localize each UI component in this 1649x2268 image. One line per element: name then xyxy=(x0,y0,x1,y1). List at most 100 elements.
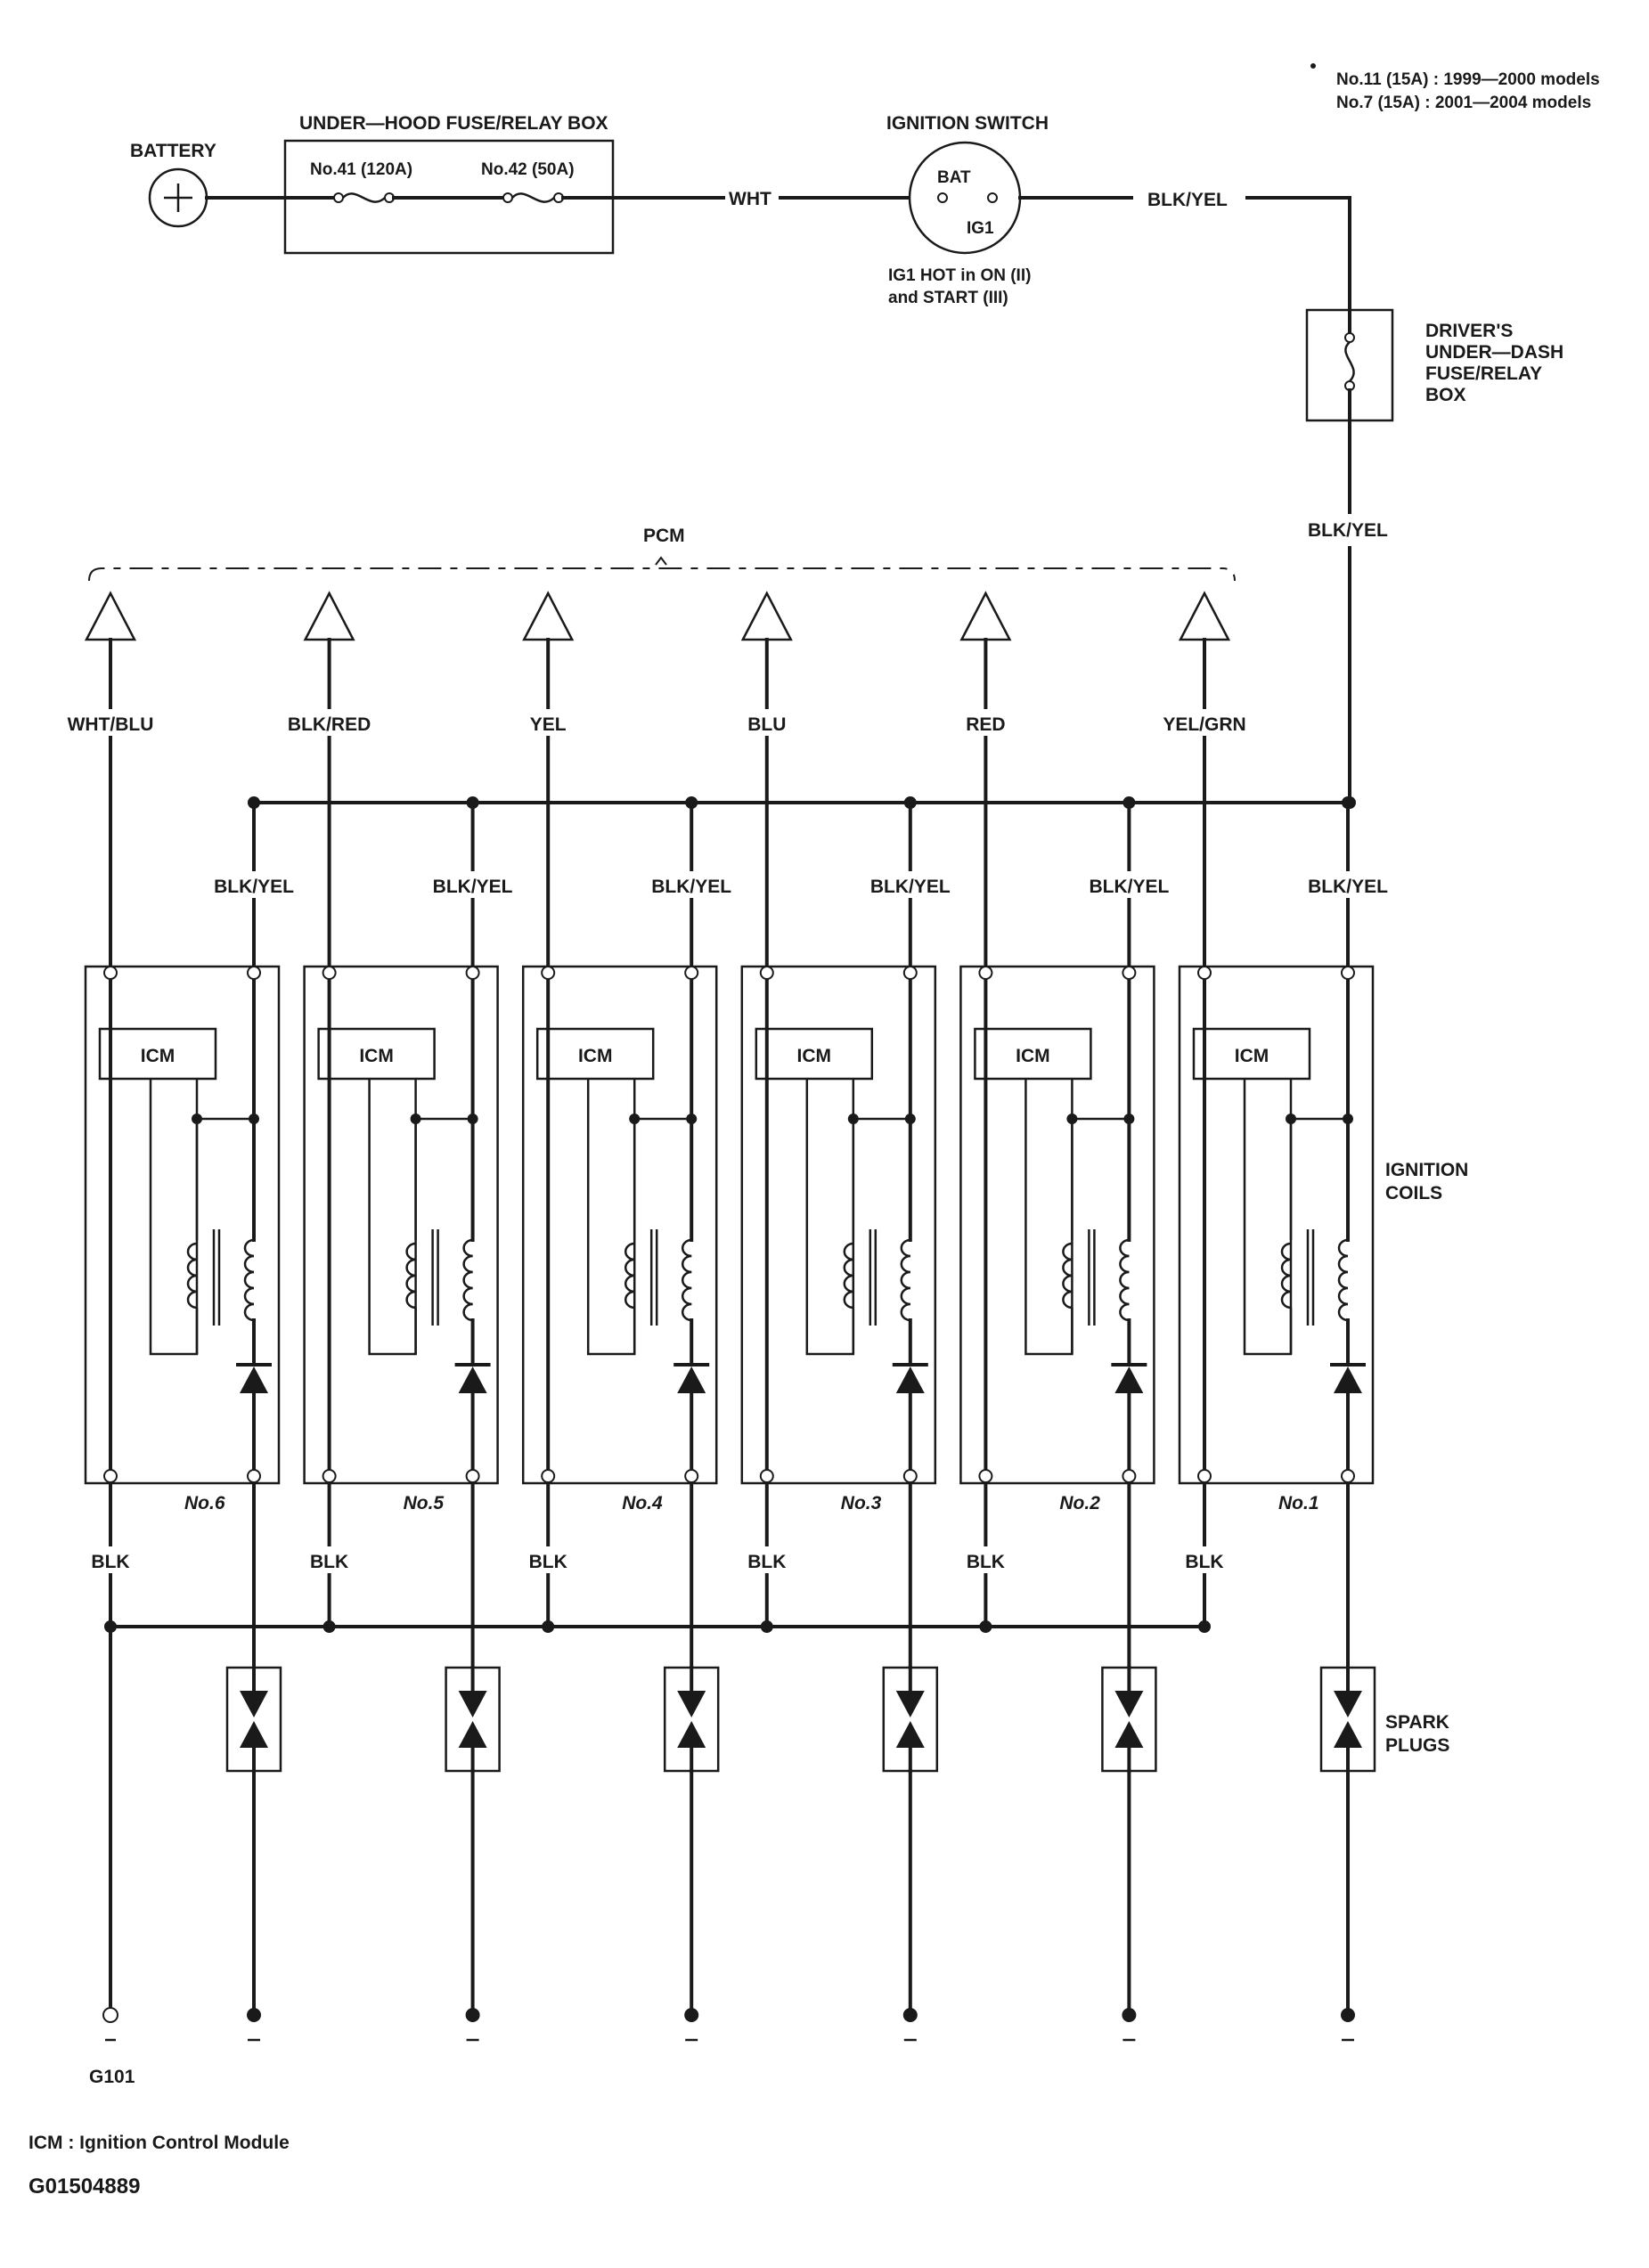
signal-wire-label: WHT/BLU xyxy=(68,714,154,735)
primary-winding-icon xyxy=(624,1119,636,1354)
ground-point-icon xyxy=(684,2008,699,2042)
g101-ground-icon xyxy=(102,2007,118,2023)
secondary-winding-icon xyxy=(1119,1238,1131,1367)
ig1-note-line-2: and START (III) xyxy=(888,289,1008,307)
spark-plug-icon xyxy=(225,1666,282,1773)
coil-number-label: No.3 xyxy=(841,1493,882,1513)
ground-wire-label: BLK xyxy=(310,1552,348,1572)
ig1-note-line-1: IG1 HOT in ON (II) xyxy=(888,266,1031,285)
pcm-terminal-arrow-icon xyxy=(1178,591,1231,641)
icm-box xyxy=(755,1027,874,1081)
note-line-1: No.11 (15A) : 1999—2000 models xyxy=(1336,70,1600,89)
ground-label: G101 xyxy=(89,2067,135,2087)
signal-wire-label: YEL xyxy=(530,714,567,735)
feed-wire-label: BLK/YEL xyxy=(651,877,731,897)
diode-icon xyxy=(673,1363,710,1669)
coil-number-label: No.1 xyxy=(1278,1493,1319,1513)
underhood-box-label: UNDER—HOOD FUSE/RELAY BOX xyxy=(299,113,608,134)
legend-text: ICM : Ignition Control Module xyxy=(29,2133,290,2153)
fuse-42-label: No.42 (50A) xyxy=(481,160,575,179)
note-line-2: No.7 (15A) : 2001—2004 models xyxy=(1336,94,1591,112)
ignition-coils-line-2: COILS xyxy=(1385,1183,1442,1203)
signal-wire-label: RED xyxy=(966,714,1005,735)
feed-wire-label: BLK/YEL xyxy=(1308,877,1388,897)
coil-housing xyxy=(84,965,281,1485)
icm-label: ICM xyxy=(1235,1046,1269,1066)
secondary-winding-icon xyxy=(900,1238,912,1367)
spark-plug-icon xyxy=(663,1666,720,1773)
icm-box xyxy=(1192,1027,1311,1081)
ground-point-icon xyxy=(1122,2008,1137,2042)
pcm-bracket xyxy=(88,567,1236,582)
spark-plugs-line-1: SPARK xyxy=(1385,1712,1449,1733)
ground-wire-label: BLK xyxy=(967,1552,1005,1572)
spark-plug-icon xyxy=(445,1666,501,1773)
fuse-41-label: No.41 (120A) xyxy=(310,160,412,179)
ground-wire-label: BLK xyxy=(747,1552,786,1572)
primary-winding-icon xyxy=(1062,1119,1073,1354)
pcm-terminal-arrow-icon xyxy=(84,591,137,641)
note-bullet xyxy=(1310,63,1316,69)
battery-icon xyxy=(148,167,208,228)
feed-wire-label: BLK/YEL xyxy=(214,877,294,897)
icm-box xyxy=(317,1027,436,1081)
coil-housing xyxy=(303,965,499,1485)
driver-box-line-1: DRIVER'S xyxy=(1425,321,1513,341)
diode-icon xyxy=(454,1363,491,1669)
driver-box-line-4: BOX xyxy=(1425,385,1466,405)
secondary-winding-icon xyxy=(681,1238,694,1367)
icm-label: ICM xyxy=(578,1046,613,1066)
icm-box xyxy=(974,1027,1092,1081)
ground-point-icon xyxy=(1341,2008,1355,2042)
icm-label: ICM xyxy=(1016,1046,1050,1066)
primary-winding-icon xyxy=(1280,1119,1293,1354)
icm-label: ICM xyxy=(141,1046,176,1066)
figure-id: G01504889 xyxy=(29,2174,140,2199)
signal-wire-label: YEL/GRN xyxy=(1163,714,1245,735)
pcm-label: PCM xyxy=(643,526,685,546)
coil-housing xyxy=(521,965,718,1485)
ground-point-icon xyxy=(247,2008,261,2042)
icm-box xyxy=(98,1027,217,1081)
pcm-terminal-arrow-icon xyxy=(303,591,355,641)
ground-point-icon xyxy=(465,2008,480,2042)
coil-housing xyxy=(1178,965,1375,1485)
secondary-winding-icon xyxy=(1337,1238,1350,1367)
feed-wire-label: BLK/YEL xyxy=(1089,877,1169,897)
ignition-switch xyxy=(908,141,1022,255)
blk-yel-down-label: BLK/YEL xyxy=(1308,520,1388,541)
spark-plug-icon xyxy=(1101,1666,1157,1773)
spark-plugs-line-2: PLUGS xyxy=(1385,1735,1449,1756)
coil-housing xyxy=(740,965,937,1485)
icm-label: ICM xyxy=(797,1046,832,1066)
fuse-42-icon xyxy=(502,192,615,203)
coil-circuits: WHT/BLUBLK/YELICMNo.6BLKBLK/REDBLK/YELIC… xyxy=(66,591,1392,2042)
icm-box xyxy=(535,1027,655,1081)
blk-yel-top-label: BLK/YEL xyxy=(1147,190,1228,210)
diode-icon xyxy=(1330,1363,1366,1669)
battery-label: BATTERY xyxy=(130,141,216,161)
ground-point-icon xyxy=(902,2008,918,2042)
pcm-terminal-arrow-icon xyxy=(740,591,793,641)
wht-wire-label: WHT xyxy=(729,189,771,209)
spark-plug-icon xyxy=(1319,1666,1376,1773)
driver-fuse-icon xyxy=(1344,308,1355,422)
driver-box-line-3: FUSE/RELAY xyxy=(1425,363,1542,384)
ig1-terminal-label: IG1 xyxy=(967,219,994,238)
spark-plug-icon xyxy=(882,1666,939,1773)
diode-icon xyxy=(892,1363,928,1669)
pcm-terminal-arrow-icon xyxy=(959,591,1012,641)
secondary-winding-icon xyxy=(243,1238,256,1367)
coil-number-label: No.2 xyxy=(1059,1493,1100,1513)
primary-winding-icon xyxy=(186,1119,199,1354)
driver-box-line-2: UNDER—DASH xyxy=(1425,342,1563,363)
coil-number-label: No.4 xyxy=(622,1493,663,1513)
diode-icon xyxy=(1111,1363,1147,1669)
primary-winding-icon xyxy=(843,1119,855,1354)
signal-wire-label: BLK/RED xyxy=(288,714,371,735)
signal-wire-label: BLU xyxy=(747,714,786,735)
